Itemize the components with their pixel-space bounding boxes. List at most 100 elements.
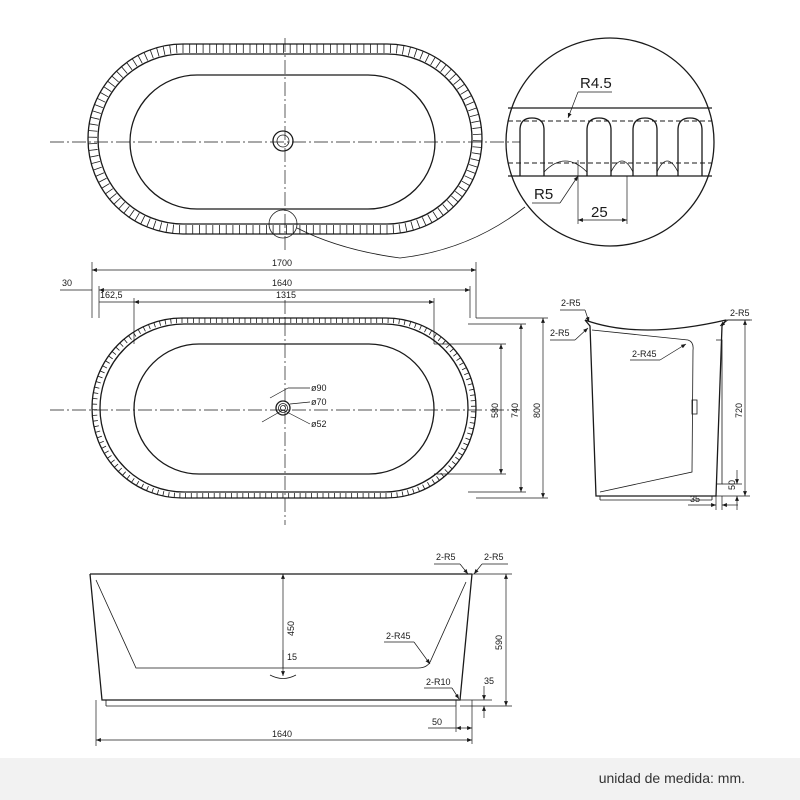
side-r-top-left-2: 2-R5 [550, 328, 570, 338]
rim-rib [466, 169, 476, 174]
rim-rib [449, 73, 457, 81]
rim-rib [140, 215, 146, 225]
rim-rib [437, 208, 444, 216]
rim-rib [111, 75, 119, 83]
rim-rib [465, 101, 475, 106]
rim-rib [469, 113, 479, 118]
rim-rib [467, 383, 473, 386]
rim-rib [88, 130, 98, 132]
rim-rib [116, 70, 124, 78]
rim-rib [412, 488, 415, 494]
rim-rib [175, 44, 178, 54]
rim-rib [440, 472, 445, 478]
rim-rib [100, 92, 109, 98]
plan-inner-length: 1315 [276, 290, 296, 300]
front-base-h: 35 [484, 676, 494, 686]
plan-view-rim-ribs [92, 318, 476, 498]
detail-r-top: R4.5 [580, 75, 612, 92]
rim-rib [424, 327, 428, 333]
rim-rib [396, 492, 398, 498]
rim-rib [435, 60, 442, 69]
rim-rib [111, 351, 117, 355]
rim-rib [94, 386, 100, 389]
rim-rib [424, 53, 430, 63]
rim-rib [107, 80, 115, 87]
rim-rib [464, 175, 474, 181]
rim-rib [455, 456, 460, 461]
rim-rib [398, 318, 400, 325]
rim-rib [96, 97, 106, 103]
rim-rib [148, 324, 151, 330]
rim-rib [146, 218, 151, 227]
rim-rib [156, 47, 160, 57]
rim-rib [468, 107, 477, 112]
front-total-height: 590 [494, 635, 504, 650]
rim-rib [101, 445, 107, 449]
rim-rib [93, 425, 99, 428]
rim-rib [398, 224, 401, 234]
plan-outer-width: 740 [510, 403, 520, 418]
side-view [584, 319, 727, 501]
rim-rib [459, 362, 464, 366]
rim-rib [470, 416, 476, 419]
detail-view: R4.5 R5 25 [505, 37, 715, 247]
front-r-base: 2-R10 [426, 677, 451, 687]
rim-rib [465, 437, 471, 441]
rim-rib [99, 440, 104, 444]
rim-rib [123, 338, 128, 344]
rim-rib [101, 183, 110, 189]
rim-rib [470, 394, 476, 396]
rim-rib [417, 486, 420, 492]
rim-rib [109, 193, 117, 200]
rim-rib [407, 490, 410, 496]
rim-rib [168, 491, 170, 498]
front-r-top-right: 2-R5 [484, 552, 504, 562]
rim-rib [123, 205, 130, 214]
plan-dimensions: 1700 1640 30 1315 162,5 800 740 580 ø90 … [60, 258, 548, 499]
rim-rib [131, 58, 138, 67]
rim-rib [142, 326, 146, 332]
rim-rib [444, 469, 449, 474]
rim-rib [464, 372, 469, 376]
rim-rib [413, 48, 418, 58]
plan-view [50, 300, 520, 525]
plan-outer-length: 1640 [272, 278, 292, 288]
rim-rib [105, 360, 110, 364]
top-view [50, 38, 526, 259]
plan-overall-width: 800 [532, 403, 542, 418]
plan-offset-left: 30 [62, 278, 72, 288]
rim-rib [89, 123, 99, 126]
rim-rib [469, 388, 475, 391]
rim-rib [432, 211, 439, 220]
rim-rib [451, 195, 459, 203]
rim-rib [132, 332, 137, 337]
drain-diameter-52: ø52 [311, 419, 327, 429]
rim-rib [122, 471, 127, 476]
rim-rib [416, 219, 421, 229]
rim-rib [433, 333, 437, 338]
front-dimensions: 2-R5 2-R5 450 15 2-R45 2-R10 590 35 50 1… [95, 552, 512, 746]
rim-rib [165, 223, 169, 233]
drain-diameter-90: ø90 [311, 383, 327, 393]
unit-note: unidad de medida: mm. [598, 770, 745, 786]
rim-rib [392, 224, 395, 234]
rim-rib [92, 420, 98, 422]
plan-overall-length: 1700 [272, 258, 292, 268]
rim-rib [467, 432, 473, 435]
rim-rib [427, 482, 431, 487]
top-view-rim-ribs [88, 44, 482, 234]
front-view [89, 573, 473, 707]
rim-rib [458, 452, 463, 456]
rim-rib [113, 197, 121, 205]
rim-rib [414, 323, 417, 329]
rim-rib [461, 367, 467, 371]
rim-rib [456, 83, 465, 90]
rim-rib [93, 392, 99, 394]
rim-rib [468, 427, 474, 430]
rim-rib [126, 474, 131, 480]
rim-rib [401, 491, 404, 497]
rim-rib [169, 44, 172, 54]
rim-rib [463, 95, 472, 101]
rim-rib [151, 487, 154, 493]
